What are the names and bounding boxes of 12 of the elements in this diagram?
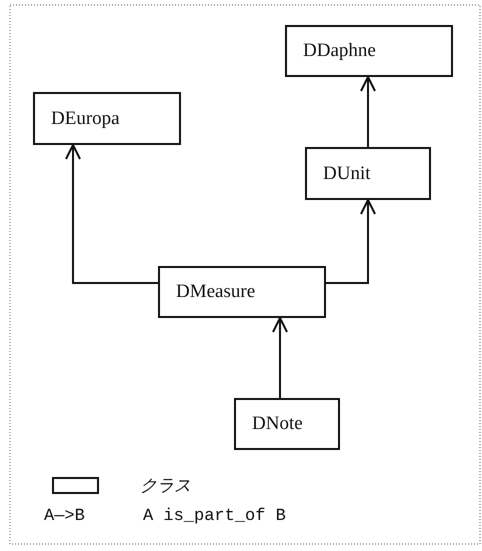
arrow [326,199,376,284]
class-box: DUnit [305,147,431,200]
arrow [360,76,376,147]
class-box: DDaphne [285,25,453,77]
legend-text: A is_part_of B [143,507,286,526]
arrow [272,317,288,398]
class-box: DMeasure [158,266,326,318]
legend-text: クラス [140,475,191,497]
class-box: DEuropa [33,92,181,145]
arrow [65,144,158,284]
notation-text: A—>B [44,507,85,526]
class-box: DNote [234,398,340,450]
